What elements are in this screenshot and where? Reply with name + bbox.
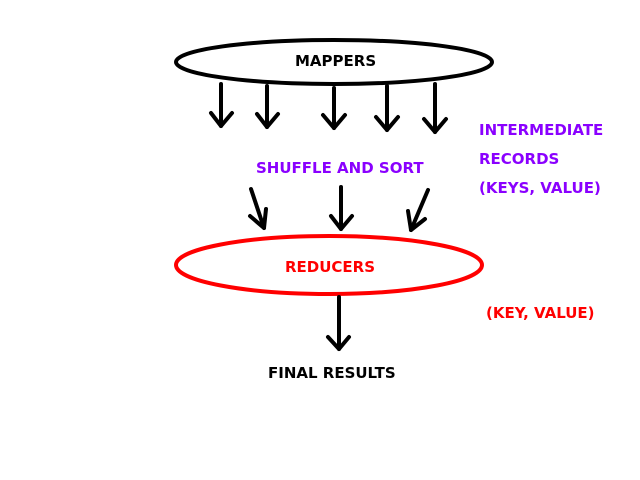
intermediate-line-1: INTERMEDIATE — [479, 121, 604, 139]
shuffle-arrow-left — [248, 187, 268, 230]
key-value-note: (KEY, VALUE) — [486, 304, 595, 322]
reducers-label: REDUCERS — [285, 258, 376, 276]
shuffle-arrows — [248, 185, 430, 232]
shuffle-arrow-center — [329, 185, 354, 231]
mappers-label: MAPPERS — [295, 52, 377, 70]
mapper-arrows — [209, 82, 448, 134]
mapper-arrow-1 — [209, 82, 234, 128]
shuffle-arrow-right — [406, 188, 430, 232]
reducers-ellipse — [174, 234, 484, 296]
intermediate-records-note: INTERMEDIATE RECORDS (KEYS, VALUE) — [479, 116, 603, 203]
mapper-arrow-3 — [321, 86, 347, 130]
mapper-arrow-5 — [422, 82, 448, 134]
final-results-label: FINAL RESULTS — [268, 364, 396, 382]
mappers-ellipse — [174, 38, 494, 86]
intermediate-line-2: RECORDS — [479, 150, 560, 168]
mapper-arrow-2 — [255, 84, 280, 129]
mapper-arrow-4 — [374, 84, 400, 132]
reducer-arrow — [326, 295, 351, 351]
intermediate-line-3: (KEYS, VALUE) — [479, 179, 601, 197]
shuffle-and-sort-label: SHUFFLE AND SORT — [256, 159, 424, 177]
